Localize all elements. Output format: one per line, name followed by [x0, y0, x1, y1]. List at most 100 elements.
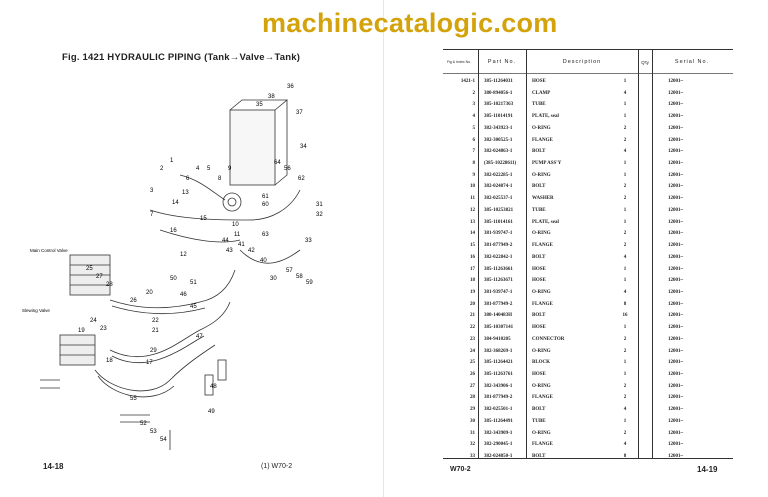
serial-cell: 12001~	[668, 161, 684, 167]
callout-number: 48	[210, 384, 217, 390]
index-cell: 31	[470, 430, 475, 436]
callout-number: 8	[218, 176, 222, 182]
qty-cell: 2	[623, 243, 627, 249]
serial-cell: 12001~	[668, 278, 684, 284]
index-cell: 16	[470, 254, 475, 260]
right-model: W70-2	[450, 466, 471, 473]
qty-cell: 1	[623, 172, 627, 178]
description-cell: HOSE	[532, 278, 546, 284]
part-number-cell: 380-894056-1	[484, 90, 513, 96]
serial-cell: 12001~	[668, 336, 684, 342]
index-cell: 29	[470, 407, 475, 413]
callout-number: 55	[130, 396, 137, 402]
index-cell: 13	[470, 219, 475, 225]
part-number-cell: 382-343906-1	[484, 383, 513, 389]
index-cell: 9	[472, 172, 476, 178]
description-cell: FLANGE	[532, 395, 553, 401]
callout-number: 49	[208, 409, 215, 415]
index-cell: 21	[470, 313, 475, 319]
index-cell: 27	[470, 383, 475, 389]
callout-number: 41	[238, 242, 245, 248]
callout-number: 51	[190, 280, 197, 286]
qty-cell: 4	[623, 254, 627, 260]
part-number-cell: (385-10228611)	[484, 161, 517, 167]
part-number-cell: 382-022285-1	[484, 172, 513, 178]
callout-number: 23	[100, 326, 107, 332]
callout-number: 57	[286, 268, 293, 274]
serial-cell: 12001~	[668, 360, 684, 366]
description-cell: HOSE	[532, 79, 546, 84]
description-cell: O-RING	[532, 430, 551, 436]
callout-number: 28	[106, 282, 113, 288]
callout-number: 14	[172, 200, 179, 206]
serial-cell: 12001~	[668, 372, 684, 377]
callout-number: 45	[190, 304, 197, 310]
right-page-number: 14-19	[697, 465, 718, 474]
qty-cell: 8	[623, 454, 627, 460]
description-cell: PLATE, seal	[532, 114, 559, 120]
description-cell: O-RING	[532, 125, 551, 131]
part-number-cell: 382-343923-1	[484, 125, 513, 131]
watermark: machinecatalogic.com	[262, 8, 558, 38]
callout-number: 59	[306, 280, 313, 286]
part-number-cell: 382-300525-1	[484, 137, 513, 143]
index-cell: 6	[472, 137, 476, 143]
left-model: (1) W70-2	[261, 463, 293, 470]
description-cell: FLANGE	[532, 442, 553, 448]
callout-number: 62	[298, 176, 305, 182]
callout-number: 19	[78, 328, 85, 334]
part-number-cell: 381-939747-1	[484, 289, 513, 295]
callout-number: 54	[160, 437, 167, 443]
qty-cell: 2	[623, 196, 627, 202]
description-cell: HOSE	[532, 266, 546, 272]
callout-number: 13	[182, 190, 189, 196]
callout-number: 21	[152, 328, 159, 334]
qty-cell: 1	[623, 102, 627, 108]
index-cell: 20	[470, 301, 475, 307]
description-cell: FLANGE	[532, 137, 553, 143]
part-number-cell: 384-9410205	[484, 336, 511, 342]
part-number-cell: 382-025501-1	[484, 407, 513, 413]
part-number-cell: 382-025537-1	[484, 196, 513, 202]
callout-number: 63	[262, 232, 269, 238]
index-cell: 15	[470, 243, 475, 249]
callout-number: 46	[180, 292, 187, 298]
part-number-cell: 385-10253821	[484, 207, 514, 213]
index-cell: 4	[472, 114, 476, 120]
part-number-cell: 382-024863-1	[484, 149, 513, 155]
callout-number: 56	[284, 166, 291, 172]
qty-cell: 1	[623, 266, 627, 272]
callout-number: 58	[296, 274, 303, 280]
index-cell: 17	[470, 266, 475, 272]
callout-number: 43	[226, 248, 233, 254]
callout-number: 20	[146, 290, 153, 296]
serial-cell: 12001~	[668, 395, 684, 401]
figure-title: Fig. 1421 HYDRAULIC PIPING (Tank→Valve→T…	[62, 52, 301, 63]
qty-cell: 8	[623, 301, 627, 307]
index-cell: 25	[470, 360, 475, 366]
index-cell: 26	[470, 372, 475, 377]
part-number-cell: 385-11263661	[484, 266, 513, 272]
qty-cell: 1	[623, 360, 627, 366]
callout-number: 26	[130, 298, 137, 304]
description-cell: CONNECTOR	[532, 336, 565, 342]
qty-cell: 2	[623, 125, 627, 131]
part-number-cell: 382-024850-1	[484, 454, 513, 460]
callout-number: 37	[296, 110, 303, 116]
serial-cell: 12001~	[668, 383, 684, 389]
part-number-cell: 382-022842-1	[484, 254, 513, 260]
callout-number: 31	[316, 202, 323, 208]
serial-cell: 12001~	[668, 137, 684, 143]
qty-cell: 1	[623, 418, 627, 424]
callout-number: 2	[160, 166, 164, 172]
